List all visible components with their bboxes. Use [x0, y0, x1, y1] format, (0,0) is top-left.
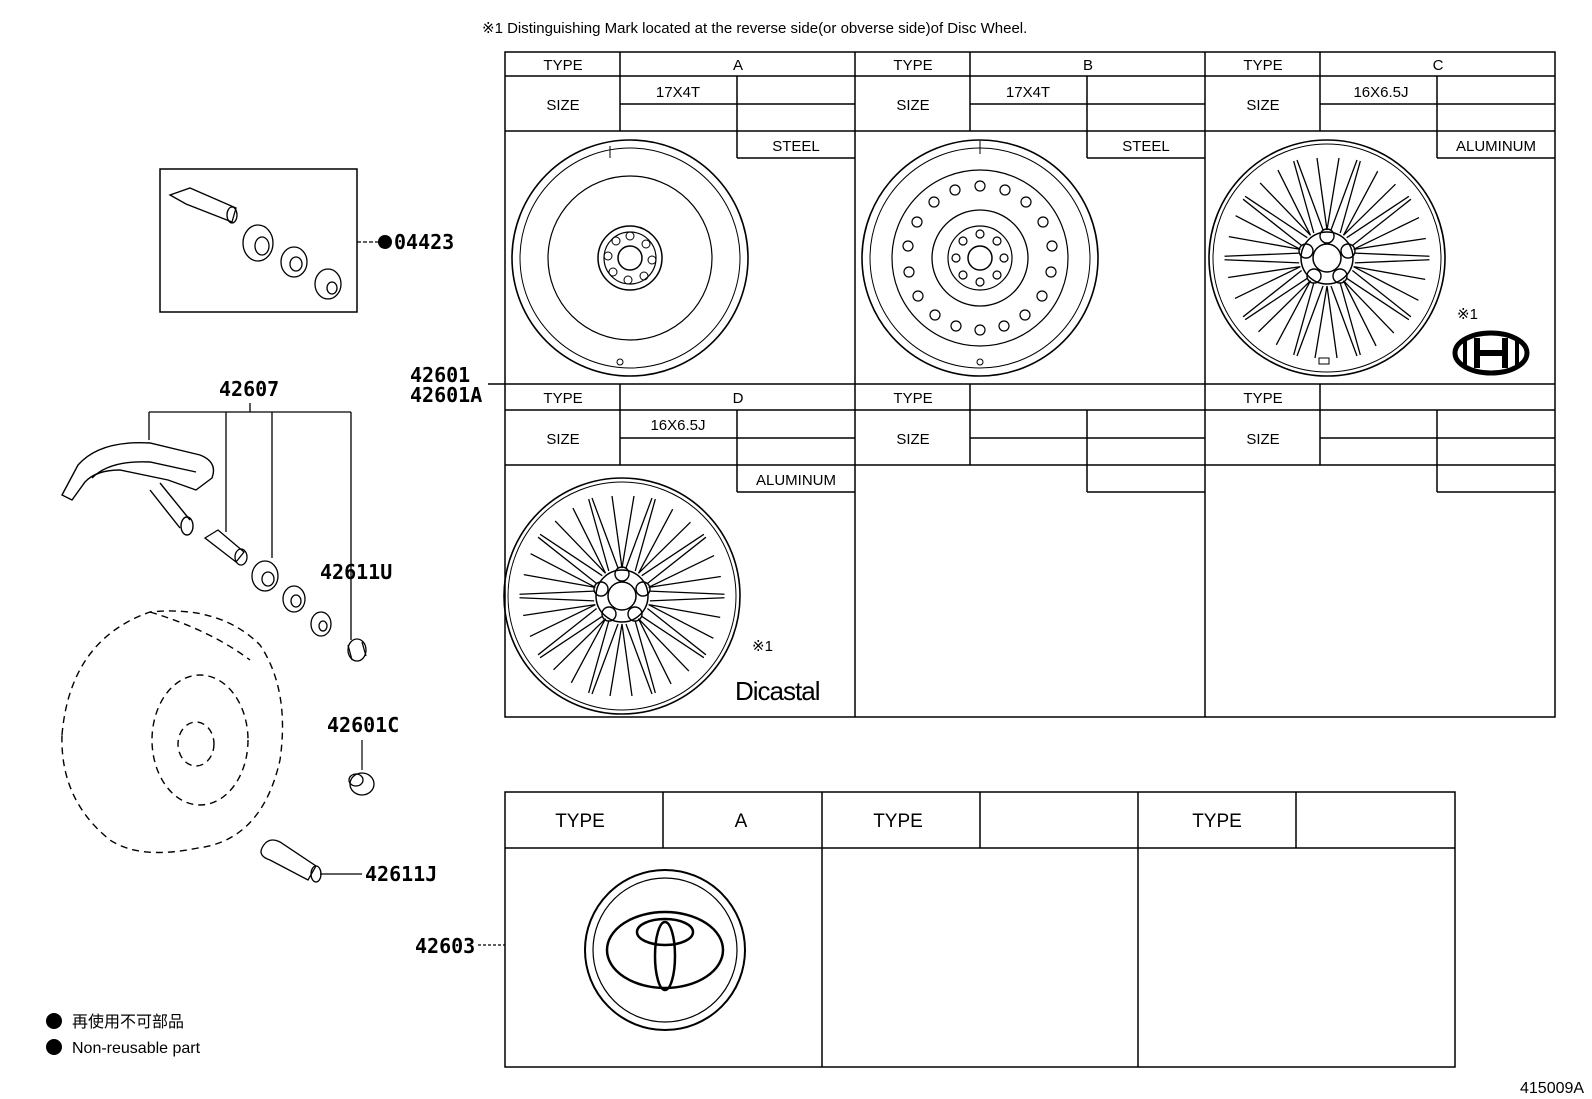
- wheel-type-a: A: [733, 57, 743, 74]
- part-label-42607: 42607: [219, 377, 279, 401]
- wheel-size-c: 16X6.5J: [1353, 84, 1408, 101]
- size-label-e: SIZE: [896, 431, 929, 448]
- size-label-a: SIZE: [546, 97, 579, 114]
- wheel-material-c: ALUMINUM: [1456, 138, 1536, 155]
- ornament-type-label-2: TYPE: [873, 811, 923, 832]
- wheel-type-c: C: [1433, 57, 1444, 74]
- legend-japanese: 再使用不可部品: [72, 1013, 184, 1031]
- sensor-leader-lines: [148, 403, 352, 640]
- tpms-sensor-drawing: [61, 441, 215, 536]
- toyota-ornament-drawing: [584, 869, 746, 1031]
- part-label-42601: 42601: [410, 363, 470, 387]
- mark-ref-c: ※1: [1457, 306, 1478, 323]
- wheel-size-d: 16X6.5J: [650, 417, 705, 434]
- dicastal-logo: Dicastal: [735, 676, 820, 706]
- valve-kit-box: [159, 168, 358, 313]
- tire-valve-drawing: [260, 839, 322, 883]
- part-label-42611u: 42611U: [320, 560, 392, 584]
- legend-dot-icon-2: [46, 1039, 62, 1055]
- wheel-b-drawing: [861, 139, 1099, 377]
- wheel-material-d: ALUMINUM: [756, 472, 836, 489]
- ornament-type-a: A: [735, 811, 748, 832]
- wheel-type-d: D: [733, 390, 744, 407]
- header-note: ※1 Distinguishing Mark located at the re…: [482, 20, 1027, 37]
- mark-ref-d: ※1: [752, 638, 773, 655]
- type-label-c: TYPE: [1243, 57, 1282, 74]
- part-label-42601c: 42601C: [327, 713, 399, 737]
- h-mark-logo: [1452, 330, 1530, 376]
- wheel-material-b: STEEL: [1122, 138, 1170, 155]
- ornament-type-label-3: TYPE: [1192, 811, 1242, 832]
- wheel-c-drawing: [1209, 140, 1445, 376]
- wheel-size-b: 17X4T: [1006, 84, 1050, 101]
- ornament-type-label-1: TYPE: [555, 811, 605, 832]
- legend-english: Non-reusable part: [72, 1040, 201, 1057]
- diagram-id: 415009A: [1520, 1080, 1584, 1097]
- part-label-42601a: 42601A: [410, 383, 482, 407]
- valve-parts-drawing: [203, 529, 367, 662]
- size-label-f: SIZE: [1246, 431, 1279, 448]
- type-label-a: TYPE: [543, 57, 582, 74]
- wheel-material-a: STEEL: [772, 138, 820, 155]
- wheel-type-b: B: [1083, 57, 1093, 74]
- size-label-d: SIZE: [546, 431, 579, 448]
- wheel-d-drawing: [504, 478, 740, 714]
- type-label-e: TYPE: [893, 390, 932, 407]
- part-label-42611j: 42611J: [365, 862, 437, 886]
- part-label-42603: 42603: [415, 934, 475, 958]
- wheel-size-a: 17X4T: [656, 84, 700, 101]
- legend-dot-icon-1: [46, 1013, 62, 1029]
- type-label-d: TYPE: [543, 390, 582, 407]
- wheel-nut-drawing: [348, 772, 375, 796]
- type-label-b: TYPE: [893, 57, 932, 74]
- size-label-c: SIZE: [1246, 97, 1279, 114]
- size-label-b: SIZE: [896, 97, 929, 114]
- non-reusable-dot-icon: [378, 235, 392, 249]
- wheel-table: [504, 51, 1556, 718]
- wheel-a-drawing: [511, 139, 749, 377]
- part-label-04423: 04423: [394, 230, 454, 254]
- ornament-table: [504, 791, 1456, 1068]
- type-label-f: TYPE: [1243, 390, 1282, 407]
- tire-outline-drawing: [61, 610, 284, 854]
